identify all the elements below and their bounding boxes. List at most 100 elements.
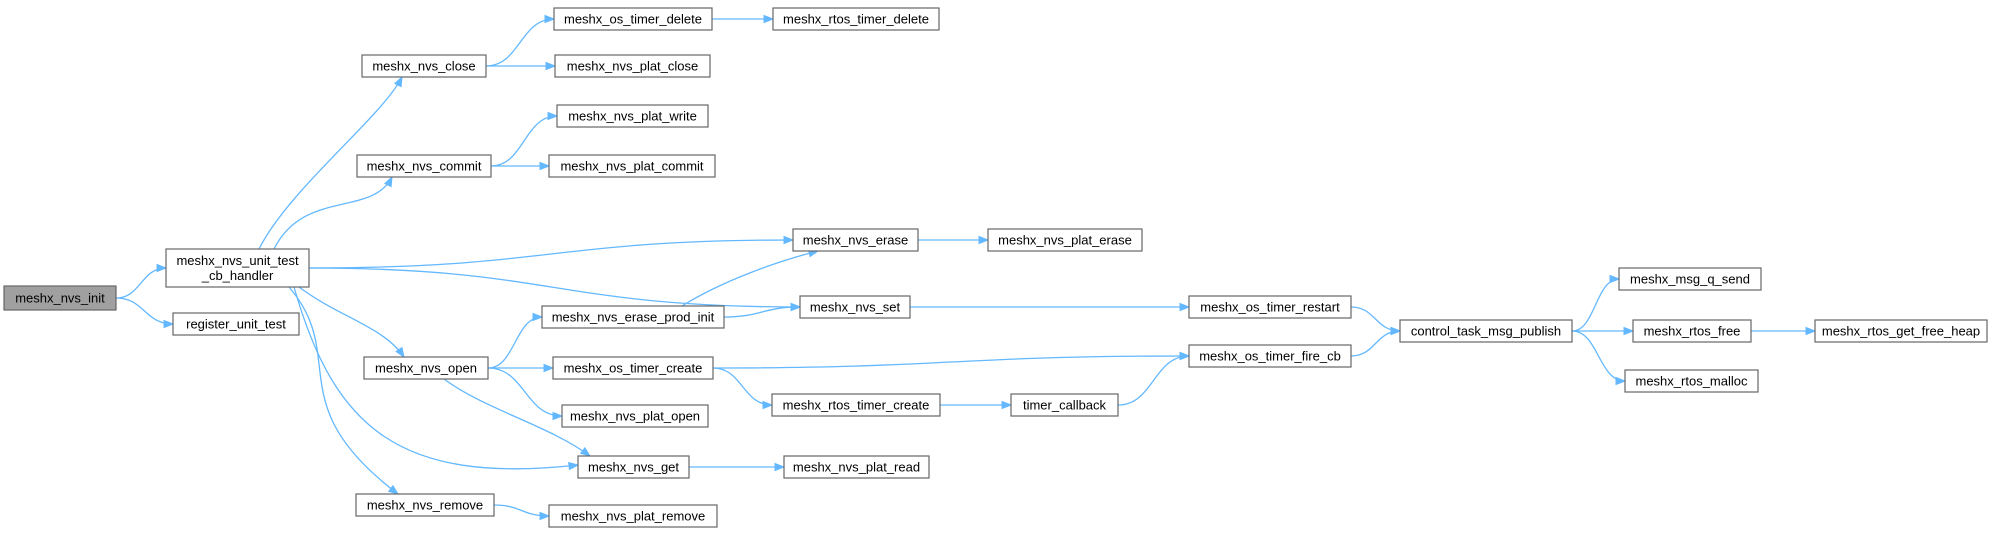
arrowhead-icon — [763, 14, 775, 24]
edge-cb-to-remove — [288, 286, 400, 495]
node-label: meshx_os_timer_fire_cb — [1199, 349, 1341, 364]
edge-ostimercreate-to-rtostimercreate — [712, 367, 774, 410]
node-timercb[interactable]: timer_callback — [1010, 393, 1119, 417]
node-commit[interactable]: meshx_nvs_commit — [356, 154, 492, 178]
node-label: meshx_nvs_plat_open — [570, 409, 700, 424]
node-box — [553, 7, 713, 31]
node-label: meshx_os_timer_restart — [1200, 300, 1340, 315]
node-label: meshx_nvs_unit_test — [176, 253, 299, 268]
arrowhead-icon — [543, 363, 555, 373]
edge-line — [308, 239, 794, 269]
node-reg[interactable]: register_unit_test — [172, 312, 300, 336]
node-box — [783, 455, 930, 479]
edge-line — [712, 355, 1190, 369]
edge-cb-to-close — [258, 75, 403, 250]
node-ostimerdelete[interactable]: meshx_os_timer_delete — [553, 7, 713, 31]
node-box — [1632, 319, 1752, 343]
arrowhead-icon — [547, 111, 559, 121]
node-label: meshx_nvs_get — [588, 460, 679, 475]
edge-line — [485, 18, 555, 67]
node-box — [772, 7, 940, 31]
node-label: meshx_rtos_free — [1644, 324, 1741, 339]
nodes-layer: meshx_nvs_init meshx_nvs_unit_test_cb_han… — [3, 7, 1988, 528]
node-box — [165, 248, 310, 288]
node-get[interactable]: meshx_nvs_get — [577, 455, 690, 479]
edge-cb-to-set — [308, 267, 802, 312]
node-label: meshx_msg_q_send — [1630, 272, 1750, 287]
node-label: meshx_nvs_erase — [803, 233, 909, 248]
node-platopen[interactable]: meshx_nvs_plat_open — [561, 404, 709, 428]
edge-set-to-restart — [909, 302, 1191, 312]
edge-publish-to-qsend — [1571, 274, 1621, 332]
node-open[interactable]: meshx_nvs_open — [363, 356, 489, 380]
node-label: meshx_nvs_plat_close — [567, 59, 699, 74]
node-remove[interactable]: meshx_nvs_remove — [355, 493, 495, 517]
node-label: meshx_nvs_plat_read — [793, 460, 920, 475]
edge-remove-to-platremove — [493, 504, 551, 521]
node-platcommit[interactable]: meshx_nvs_plat_commit — [548, 154, 716, 178]
arrowhead-icon — [163, 319, 175, 329]
arrowhead-icon — [1390, 326, 1402, 336]
node-freeheap[interactable]: meshx_rtos_get_free_heap — [1814, 319, 1988, 343]
arrowhead-icon — [545, 61, 557, 71]
node-box — [3, 285, 117, 311]
node-restart[interactable]: meshx_os_timer_restart — [1188, 295, 1352, 319]
node-box — [1618, 267, 1762, 291]
node-qsend[interactable]: meshx_msg_q_send — [1618, 267, 1762, 291]
node-close[interactable]: meshx_nvs_close — [361, 54, 487, 78]
node-label: meshx_nvs_plat_erase — [998, 233, 1132, 248]
node-box — [799, 295, 911, 319]
arrowhead-icon — [774, 462, 786, 472]
node-ostimercreate[interactable]: meshx_os_timer_create — [552, 356, 714, 380]
arrowhead-icon — [579, 446, 592, 457]
node-box — [556, 104, 709, 128]
edge-open-to-get — [443, 378, 592, 457]
edge-cb-to-get — [293, 286, 580, 471]
edge-open-to-ostimercreate — [488, 363, 555, 373]
edge-line — [115, 267, 167, 299]
edge-rtostimercreate-to-timercb — [940, 400, 1013, 410]
node-erase[interactable]: meshx_nvs_erase — [792, 228, 919, 252]
edge-firecb-to-publish — [1350, 326, 1402, 357]
arrowhead-icon — [1609, 274, 1621, 284]
arrowhead-icon — [156, 263, 168, 273]
arrowhead-icon — [387, 484, 400, 495]
edge-open-to-platopen — [487, 367, 564, 421]
node-box — [1188, 295, 1352, 319]
edge-line — [1117, 355, 1190, 406]
edge-line — [1571, 278, 1620, 332]
edge-init-to-reg — [115, 297, 175, 329]
node-rtostimercreate[interactable]: meshx_rtos_timer_create — [771, 393, 941, 417]
edge-line — [293, 286, 579, 470]
edge-cb-to-open — [298, 286, 405, 359]
node-set[interactable]: meshx_nvs_set — [799, 295, 911, 319]
node-box — [541, 305, 725, 329]
node-box — [577, 455, 690, 479]
node-label: meshx_rtos_get_free_heap — [1822, 324, 1980, 339]
edge-cb-to-commit — [273, 175, 393, 250]
node-platremove[interactable]: meshx_nvs_plat_remove — [548, 504, 718, 528]
node-rtostimerdelete[interactable]: meshx_rtos_timer_delete — [772, 7, 940, 31]
node-rtosmalloc[interactable]: meshx_rtos_malloc — [1624, 369, 1759, 393]
node-label: meshx_rtos_timer_delete — [783, 12, 929, 27]
node-platerase[interactable]: meshx_nvs_plat_erase — [987, 228, 1143, 252]
node-publish[interactable]: control_task_msg_publish — [1399, 319, 1573, 343]
node-eraseprod[interactable]: meshx_nvs_erase_prod_init — [541, 305, 725, 329]
node-box — [548, 154, 716, 178]
node-init[interactable]: meshx_nvs_init — [3, 285, 117, 311]
edge-init-to-cb — [115, 263, 168, 299]
node-box — [561, 404, 709, 428]
node-rtosfree[interactable]: meshx_rtos_free — [1632, 319, 1752, 343]
node-platwrite[interactable]: meshx_nvs_plat_write — [556, 104, 709, 128]
node-firecb[interactable]: meshx_os_timer_fire_cb — [1188, 344, 1352, 368]
node-box — [363, 356, 489, 380]
arrowhead-icon — [568, 461, 580, 471]
node-platclose[interactable]: meshx_nvs_plat_close — [554, 54, 711, 78]
node-cb[interactable]: meshx_nvs_unit_test_cb_handler — [165, 248, 310, 288]
arrowhead-icon — [783, 235, 795, 245]
arrowhead-icon — [544, 14, 556, 24]
node-platread[interactable]: meshx_nvs_plat_read — [783, 455, 930, 479]
node-label: meshx_os_timer_delete — [564, 12, 702, 27]
node-box — [1814, 319, 1988, 343]
edge-line — [681, 250, 819, 307]
